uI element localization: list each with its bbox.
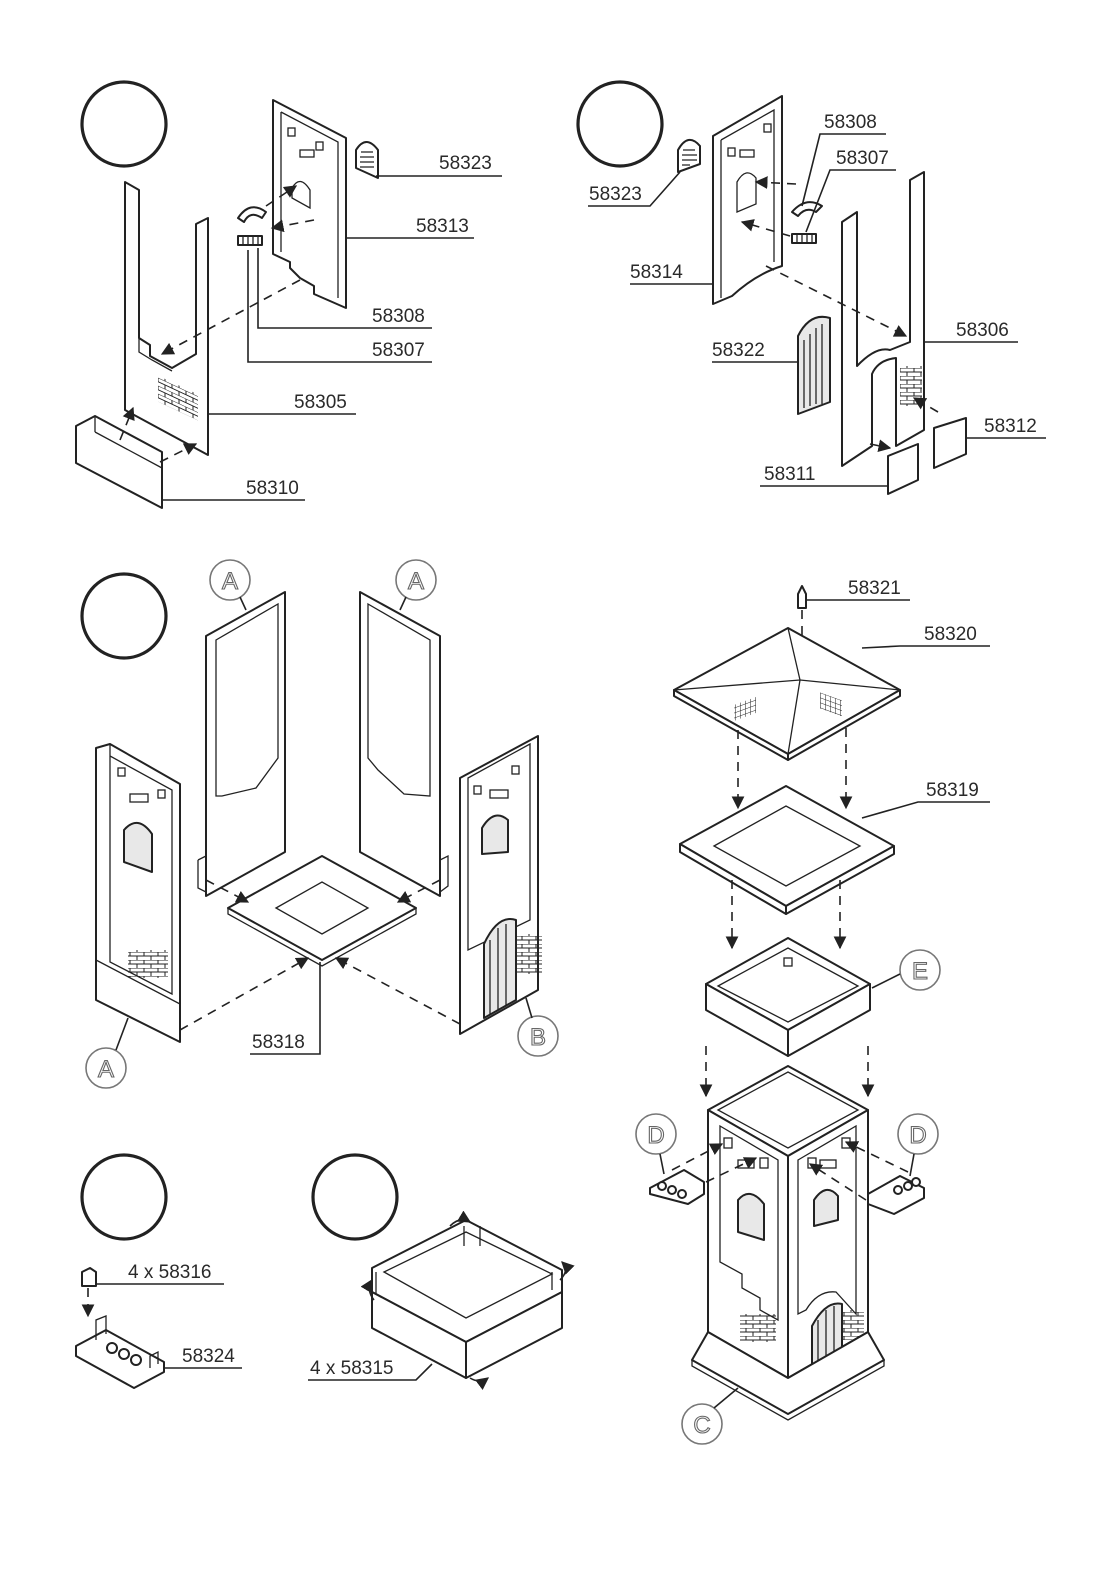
ref-d-2: D xyxy=(898,1114,938,1176)
wall-back-right xyxy=(360,592,440,896)
step-4-circle xyxy=(82,1155,166,1239)
base-58311 xyxy=(888,444,918,494)
label-58320: 58320 xyxy=(924,624,977,645)
window-58323b xyxy=(678,140,700,172)
panel-step-2: 58308 58307 58323 58314 58306 58322 5831… xyxy=(588,96,1046,494)
ref-c-1: C xyxy=(682,1388,738,1444)
panel-step-4: 4 x 58316 58324 xyxy=(76,1262,242,1388)
svg-text:C: C xyxy=(693,1412,710,1439)
label-58323: 58323 xyxy=(439,153,492,174)
leader-58320 xyxy=(862,646,990,648)
panel-step-5: 4 x 58315 xyxy=(308,1220,566,1381)
svg-text:A: A xyxy=(98,1056,114,1083)
ref-a-3: A xyxy=(86,1018,128,1088)
ref-a-1: A xyxy=(210,560,250,610)
ref-e-1: E xyxy=(872,950,940,990)
ref-a-2: A xyxy=(396,560,436,610)
finial-58321 xyxy=(798,586,806,608)
label-58312: 58312 xyxy=(984,416,1037,437)
arch-58308a xyxy=(238,207,266,222)
leader-58319 xyxy=(862,802,990,818)
svg-text:B: B xyxy=(530,1024,546,1051)
ref-d-1: D xyxy=(636,1114,676,1174)
label-58324: 58324 xyxy=(182,1346,235,1367)
label-58305: 58305 xyxy=(294,392,347,413)
door-58322 xyxy=(798,317,830,414)
ref-b-1: B xyxy=(518,998,558,1056)
base-58310 xyxy=(76,416,162,508)
label-58314: 58314 xyxy=(630,262,683,283)
panel-tower-assembly: 58321 58320 58319 E xyxy=(636,578,990,1444)
svg-text:A: A xyxy=(408,568,424,595)
step-1-circle xyxy=(82,82,166,166)
platform-58319 xyxy=(680,786,894,906)
step-3-circle xyxy=(82,574,166,658)
finial-58316 xyxy=(82,1268,96,1286)
label-58316: 4 x 58316 xyxy=(128,1262,211,1283)
svg-text:A: A xyxy=(222,568,238,595)
base-58312 xyxy=(934,418,966,468)
label-58313: 58313 xyxy=(416,216,469,237)
label-58308: 58308 xyxy=(372,306,425,327)
label-58322: 58322 xyxy=(712,340,765,361)
railing-58324 xyxy=(76,1330,164,1388)
svg-text:E: E xyxy=(912,958,928,985)
svg-text:D: D xyxy=(909,1122,926,1149)
label-58310: 58310 xyxy=(246,478,299,499)
label-58323b: 58323 xyxy=(589,184,642,205)
label-58306: 58306 xyxy=(956,320,1009,341)
wall-back-left xyxy=(206,592,285,896)
label-58315: 4 x 58315 xyxy=(310,1358,393,1379)
svg-text:D: D xyxy=(647,1122,664,1149)
wall-58314 xyxy=(713,96,782,304)
window-58323a xyxy=(356,142,378,178)
wall-58306 xyxy=(842,172,924,466)
floor-58318 xyxy=(228,856,416,960)
label-58307b: 58307 xyxy=(836,148,889,169)
label-58319: 58319 xyxy=(926,780,979,801)
label-58321: 58321 xyxy=(848,578,901,599)
step-5-circle xyxy=(313,1155,397,1239)
label-58307: 58307 xyxy=(372,340,425,361)
label-58318: 58318 xyxy=(252,1032,305,1053)
roof-58320 xyxy=(674,628,900,754)
label-58308b: 58308 xyxy=(824,112,877,133)
step-2-circle xyxy=(578,82,662,166)
label-58311: 58311 xyxy=(764,464,815,485)
